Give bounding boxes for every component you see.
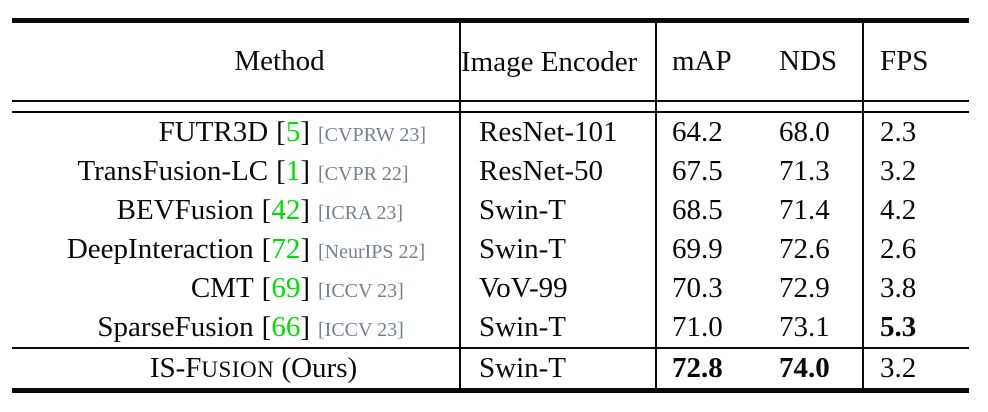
citation-link[interactable]: [72] [262, 233, 310, 265]
citation-link[interactable]: [42] [262, 194, 310, 226]
table-top-rule [12, 18, 969, 23]
citation-bracket: ] [300, 311, 310, 343]
encoder-cell: VoV-99 [459, 269, 655, 311]
citation-number: 5 [285, 116, 301, 148]
nds-cell: 73.1 [779, 311, 830, 343]
encoder-cell: Swin-T [459, 349, 655, 389]
venue-tag: [ICCV 23] [318, 280, 404, 302]
col-header-method: Method [234, 45, 325, 77]
nds-cell: 68.0 [779, 116, 830, 148]
encoder-cell: ResNet-50 [459, 152, 655, 194]
table-bottom-rule [12, 388, 969, 393]
fps-cell: 2.6 [862, 230, 969, 272]
ours-name-suffix: (Ours) [274, 352, 358, 384]
map-cell: 68.5 [655, 191, 762, 233]
fps-cell: 4.2 [862, 191, 969, 233]
rule-segment [655, 102, 762, 111]
citation-link[interactable]: [66] [262, 311, 310, 343]
table-row-sparsefusion: SparseFusion[66] [ICCV 23] Swin-T 71.0 73… [12, 308, 969, 350]
encoder-cell: Swin-T [459, 308, 655, 350]
citation-bracket: [ [261, 311, 272, 343]
encoder-cell: ResNet-101 [459, 113, 655, 155]
citation-bracket: ] [300, 194, 310, 226]
map-cell: 67.5 [655, 152, 762, 194]
image-encoder-label: Image Encoder [461, 45, 638, 78]
map-cell-best: 72.8 [655, 349, 762, 389]
method-name: FUTR3D [158, 116, 269, 148]
table-row-transfusion: TransFusion-LC[1] [CVPR 22] ResNet-50 67.… [12, 152, 969, 194]
fps-cell: 3.2 [862, 349, 969, 389]
venue-tag: [NeurIPS 22] [318, 241, 426, 263]
col-header-map: mAP [655, 23, 762, 100]
rule-segment [12, 102, 459, 111]
table-row-bevfusion: BEVFusion[42][ICRA 23] Swin-T 68.5 71.4 … [12, 191, 969, 233]
table-row-futr3d: FUTR3D[5] [CVPRW 23] ResNet-101 64.2 68.0… [12, 113, 969, 155]
table-row-is-fusion-ours: IS-Fusion (Ours) Swin-T 72.8 74.0 3.2 [12, 347, 969, 389]
method-cell: BEVFusion[42] [ICRA 23] [12, 191, 459, 233]
map-cell: 69.9 [655, 230, 762, 272]
method-cell-ours: IS-Fusion (Ours) [12, 349, 459, 389]
rule-segment [862, 102, 969, 111]
citation-bracket: ] [300, 272, 310, 304]
col-header-nds: NDS [779, 45, 838, 77]
table-row-cmt: CMT[69] [ICCV 23] VoV-99 70.3 72.9 3.8 [12, 269, 969, 311]
citation-bracket: [ [261, 194, 272, 226]
citation-bracket: ] [300, 116, 310, 148]
table-row-deepinteraction: DeepInteraction[72] [NeurIPS 22] Swin-T 6… [12, 230, 969, 272]
citation-bracket: [ [261, 233, 272, 265]
citation-number: 72 [271, 233, 301, 265]
nds-cell: 71.4 [779, 194, 830, 226]
citation-bracket: [ [276, 116, 286, 148]
ours-name-smallcaps: usion [201, 357, 275, 382]
venue-tag: [CVPR 22] [318, 163, 409, 185]
encoder-cell: Swin-T [459, 191, 655, 233]
col-header-fps: FPS [862, 23, 969, 100]
citation-link[interactable]: [5] [276, 116, 310, 148]
method-cell: FUTR3D[5] [CVPRW 23] [12, 113, 459, 155]
nds-cell: 72.9 [779, 272, 830, 304]
col-header-image-encoder: Image Encoder [459, 23, 655, 100]
fps-cell: 3.8 [862, 269, 969, 311]
citation-number: 69 [271, 272, 301, 304]
ours-name-prefix: IS-F [149, 352, 202, 384]
method-cell: SparseFusion[66] [ICCV 23] [12, 308, 459, 350]
citation-link[interactable]: [1] [276, 155, 310, 187]
header-double-rule [12, 100, 969, 113]
citation-link[interactable]: [69] [262, 272, 310, 304]
citation-bracket: ] [300, 233, 310, 265]
map-cell: 71.0 [655, 308, 762, 350]
citation-number: 42 [271, 194, 301, 226]
method-name: TransFusion-LC [77, 155, 269, 187]
method-name: DeepInteraction [66, 233, 254, 265]
nds-cell: 72.6 [779, 233, 830, 265]
map-cell: 70.3 [655, 269, 762, 311]
method-name: BEVFusion [116, 194, 254, 226]
citation-number: 1 [285, 155, 301, 187]
table-header-row: Method Image Encoder mAP NDS FPS [12, 23, 969, 100]
citation-bracket: [ [261, 272, 272, 304]
nds-cell: 71.3 [779, 155, 830, 187]
venue-tag: [ICRA 23] [318, 202, 403, 224]
encoder-cell: Swin-T [459, 230, 655, 272]
results-table: Method Image Encoder mAP NDS FPS FUTR3D[… [12, 18, 969, 393]
map-cell: 64.2 [655, 113, 762, 155]
fps-cell: 3.2 [862, 152, 969, 194]
method-name: CMT [190, 272, 254, 304]
rule-segment [459, 102, 655, 111]
method-name: SparseFusion [97, 311, 254, 343]
method-cell: DeepInteraction[72] [NeurIPS 22] [12, 230, 459, 272]
venue-tag: [ICCV 23] [318, 319, 404, 341]
fps-cell: 2.3 [862, 113, 969, 155]
venue-tag: [CVPRW 23] [318, 124, 426, 146]
method-cell: CMT[69] [ICCV 23] [12, 269, 459, 311]
nds-cell-best: 74.0 [779, 352, 830, 384]
fps-cell-best: 5.3 [862, 308, 969, 350]
method-cell: TransFusion-LC[1] [CVPR 22] [12, 152, 459, 194]
citation-number: 66 [271, 311, 301, 343]
citation-bracket: ] [300, 155, 310, 187]
citation-bracket: [ [276, 155, 286, 187]
rule-segment [762, 102, 862, 111]
